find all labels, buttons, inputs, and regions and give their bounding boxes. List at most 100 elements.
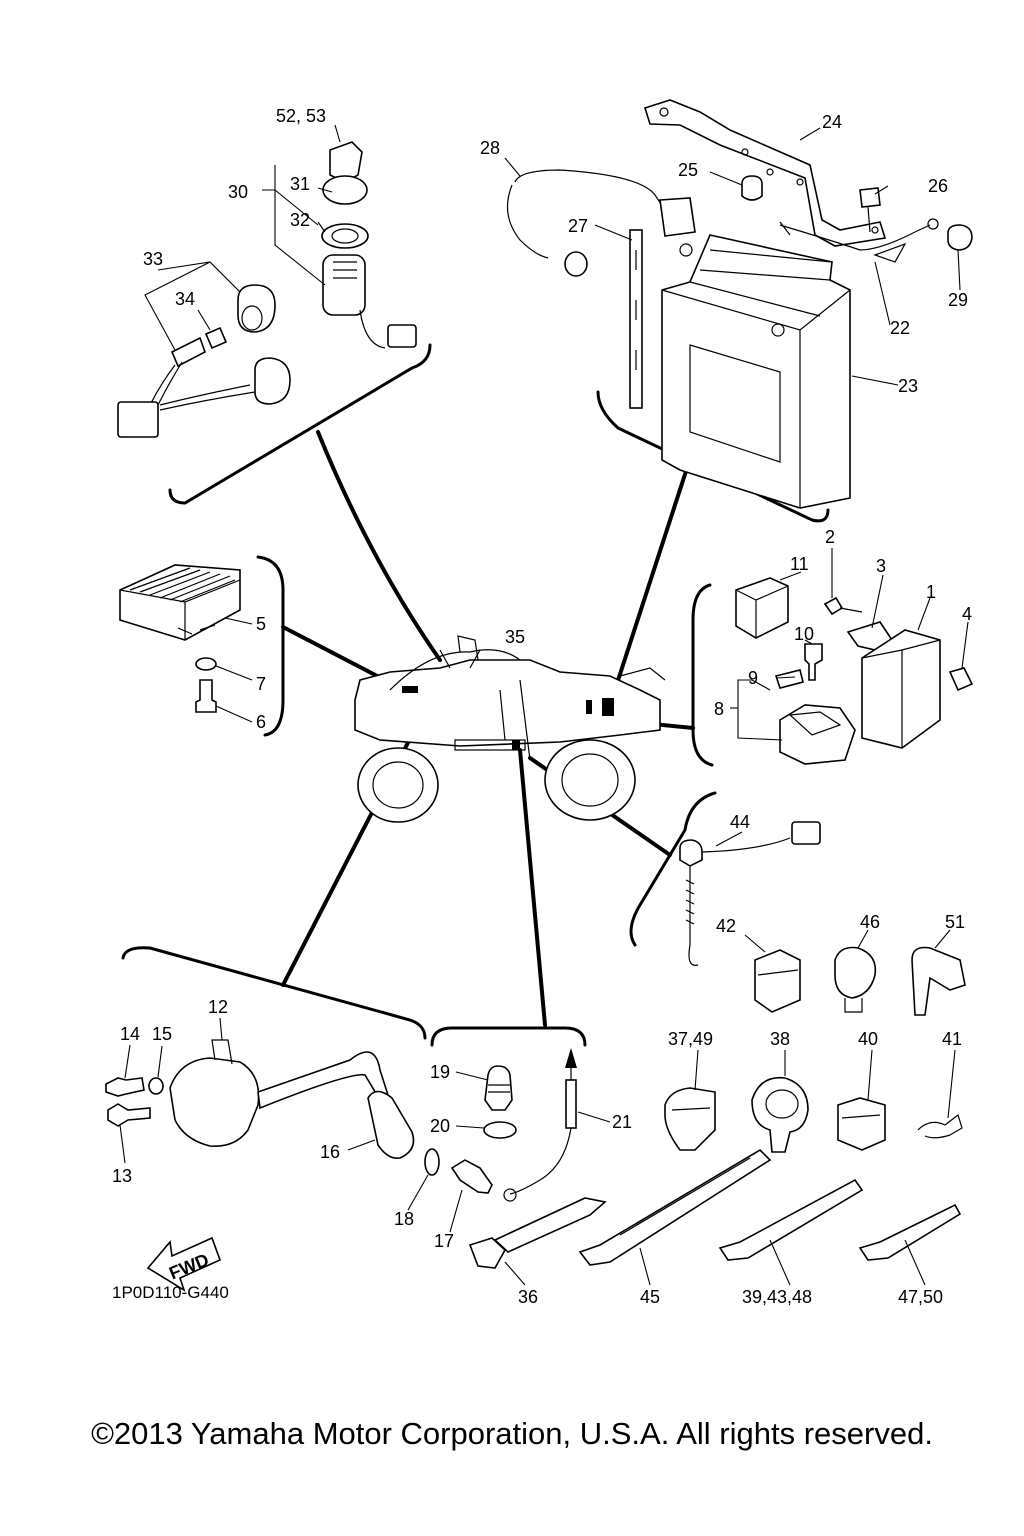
main-switch-cover — [322, 175, 368, 205]
callout-21: 21 — [612, 1112, 632, 1132]
callout-19: 19 — [430, 1062, 450, 1082]
fuse — [774, 669, 804, 689]
starter-relay — [779, 704, 856, 765]
coil-screw — [107, 1103, 151, 1127]
spark-plug-cap — [367, 1090, 415, 1160]
switch-lead-connector — [117, 401, 159, 438]
callout-8: 8 — [714, 699, 724, 719]
callout-38: 38 — [770, 1029, 790, 1049]
callout-10: 10 — [794, 624, 814, 644]
battery-band — [643, 99, 887, 247]
cable-tie-45 — [578, 1148, 772, 1266]
callout-5: 5 — [256, 614, 266, 634]
callout-27: 27 — [568, 216, 588, 236]
main-switch-body — [322, 254, 366, 316]
clamp-38 — [751, 1076, 809, 1153]
callout-45: 45 — [640, 1287, 660, 1307]
clamp-37 — [664, 1087, 716, 1151]
relay-cdi-group — [730, 548, 974, 765]
clamp-46 — [834, 946, 877, 999]
group-brackets — [121, 343, 830, 1047]
figure-code: 1P0D110-G440 — [112, 1283, 229, 1302]
screw — [823, 596, 844, 616]
battery-plus-lead-terminal — [564, 251, 588, 277]
callout-24: 24 — [822, 112, 842, 132]
callout-2: 2 — [825, 527, 835, 547]
ignition-coil-group — [105, 1017, 415, 1164]
clamp-41 — [917, 1113, 963, 1139]
callout-37-49: 37,49 — [668, 1029, 713, 1049]
callout-9: 9 — [748, 668, 758, 688]
callout-25: 25 — [678, 160, 698, 180]
callout-6: 6 — [256, 712, 266, 732]
cable-tie-47 — [858, 1203, 962, 1261]
callout-32: 32 — [290, 210, 310, 230]
thermo-switch — [484, 1065, 513, 1111]
gasket — [483, 1121, 517, 1139]
callout-3: 3 — [876, 556, 886, 576]
callout-14: 14 — [120, 1024, 140, 1044]
cdi-unit — [861, 629, 941, 749]
clamp-40 — [837, 1097, 886, 1151]
battery-group — [504, 99, 973, 509]
damper — [741, 175, 763, 201]
callout-labels: 52, 53 31 30 32 33 34 28 24 25 26 27 29 … — [112, 106, 972, 1307]
rectifier-bolt — [195, 679, 217, 713]
brake-light-switch — [237, 284, 276, 333]
callout-46: 46 — [860, 912, 880, 932]
coil-bolt — [105, 1077, 145, 1097]
relay — [735, 577, 789, 639]
callout-40: 40 — [858, 1029, 878, 1049]
callout-30: 30 — [228, 182, 248, 202]
clamp-51 — [911, 946, 966, 1016]
sensor-lead — [565, 1079, 577, 1129]
callout-23: 23 — [898, 376, 918, 396]
main-switch-key — [329, 141, 363, 183]
clamp-42 — [754, 949, 801, 1013]
relay-screw — [804, 643, 823, 681]
callout-35: 35 — [505, 627, 525, 647]
switch-nut — [321, 223, 369, 249]
oil-temp-switch — [450, 1159, 493, 1194]
callout-11: 11 — [790, 554, 809, 574]
cdi-nut — [948, 667, 974, 692]
callout-7: 7 — [256, 674, 266, 694]
callout-28: 28 — [480, 138, 500, 158]
callout-17: 17 — [434, 1231, 454, 1251]
washer — [195, 657, 217, 671]
copyright-notice: ©2013 Yamaha Motor Corporation, U.S.A. A… — [91, 1416, 933, 1451]
callout-13: 13 — [112, 1166, 132, 1186]
rear-brake-switch — [679, 839, 703, 867]
battery-cap — [947, 224, 973, 251]
callout-20: 20 — [430, 1116, 450, 1136]
cable-tie-group — [468, 1148, 962, 1286]
clamp-group-lower — [664, 1049, 963, 1153]
clamp-group-upper — [744, 929, 966, 1016]
sensor-group — [407, 1048, 611, 1233]
callout-44: 44 — [730, 812, 750, 832]
callout-15: 15 — [152, 1024, 172, 1044]
callout-31: 31 — [290, 174, 310, 194]
callout-36: 36 — [518, 1287, 538, 1307]
coil-washer — [148, 1077, 164, 1095]
callout-52-53: 52, 53 — [276, 106, 326, 126]
bulb — [204, 326, 228, 350]
callout-12: 12 — [208, 997, 228, 1017]
battery-bolt — [859, 187, 881, 208]
callout-34: 34 — [175, 289, 195, 309]
callout-18: 18 — [394, 1209, 414, 1229]
callout-16: 16 — [320, 1142, 340, 1162]
callout-41: 41 — [942, 1029, 962, 1049]
callout-26: 26 — [928, 176, 948, 196]
callout-1: 1 — [926, 582, 936, 602]
callout-47-50: 47,50 — [898, 1287, 943, 1307]
sensor-washer — [424, 1148, 440, 1176]
cable-tie-39 — [718, 1178, 864, 1261]
neutral-switch-group — [679, 821, 821, 966]
callout-39-43-48: 39,43,48 — [742, 1287, 812, 1307]
callout-4: 4 — [962, 604, 972, 624]
callout-29: 29 — [948, 290, 968, 310]
callout-51: 51 — [945, 912, 965, 932]
ignition-coil — [169, 1057, 260, 1147]
